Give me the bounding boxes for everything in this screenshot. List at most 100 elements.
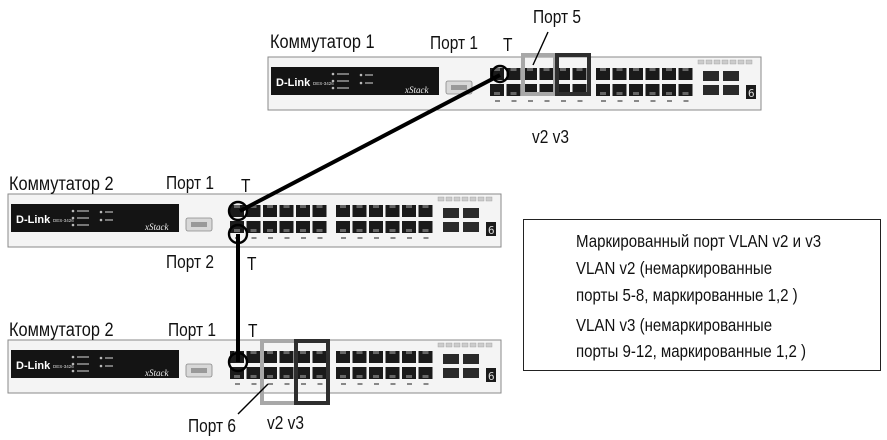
port-number-mark	[577, 100, 583, 102]
port-latch	[543, 68, 550, 71]
port-number-mark	[544, 100, 550, 102]
switch-1-name: Коммутатор 1	[270, 32, 375, 53]
ethernet-port	[352, 351, 367, 363]
port-latch	[373, 229, 379, 232]
tagged-port-marker	[490, 64, 510, 84]
led-label	[77, 363, 89, 365]
port-latch	[406, 229, 412, 232]
port-latch	[300, 375, 306, 378]
port-latch	[283, 229, 290, 232]
ethernet-port	[385, 367, 400, 379]
switch-2-name: Коммутатор 2	[9, 174, 114, 195]
port-number-mark	[284, 383, 290, 385]
sfp-port	[443, 208, 459, 218]
port-number-mark	[634, 100, 639, 102]
port-latch	[649, 68, 656, 71]
ethernet-port	[352, 205, 367, 217]
ethernet-port	[418, 351, 433, 363]
sw1-port5-label: Порт 5	[533, 7, 582, 27]
sw3-port6-label: Порт 6	[188, 416, 237, 436]
model-text: DES-3426	[313, 81, 334, 86]
ethernet-port	[572, 68, 587, 80]
status-led	[71, 209, 75, 213]
port-latch	[250, 229, 257, 232]
port-latch	[316, 375, 323, 378]
port-latch	[300, 205, 306, 208]
ethernet-port	[263, 221, 277, 233]
port-number-mark	[511, 100, 517, 102]
led-label	[77, 217, 89, 219]
ethernet-port	[230, 221, 244, 233]
led-label	[105, 365, 113, 367]
port-number-mark	[268, 383, 273, 385]
sfp-port	[703, 85, 719, 95]
port-latch	[389, 375, 396, 378]
vlan-v3-port-group	[555, 53, 591, 96]
legend-v2-line1: VLAN v2 (немаркированные	[576, 258, 773, 278]
console-port-pins	[191, 222, 207, 227]
console-port-pins	[191, 368, 207, 373]
port-number-mark	[251, 237, 257, 239]
status-led	[99, 218, 103, 222]
port-number-mark	[268, 237, 273, 239]
indicator-mark	[477, 342, 485, 348]
port-number-mark	[357, 383, 363, 385]
status-led	[71, 369, 75, 373]
console-port-pins	[451, 85, 467, 90]
link-sw1-port1-to-sw2-port1	[239, 73, 501, 213]
unit-id-digit: 6	[488, 224, 495, 237]
ethernet-port	[279, 205, 294, 217]
port-number-mark	[407, 237, 412, 239]
sfp-port	[463, 222, 479, 232]
status-led	[71, 223, 75, 227]
indicator-mark	[453, 342, 461, 348]
sw1-vlan-labels: v2 v3	[532, 127, 570, 147]
port-latch	[373, 205, 379, 208]
port-number-mark	[374, 383, 379, 385]
led-label	[337, 73, 349, 75]
ethernet-port	[385, 221, 400, 233]
port-latch	[316, 205, 323, 208]
ethernet-port	[385, 351, 400, 363]
port-latch	[340, 205, 346, 208]
status-led	[331, 79, 335, 83]
ethernet-port	[418, 205, 433, 217]
unit-id-display	[486, 222, 496, 236]
led-label	[105, 357, 113, 359]
port-number-mark	[390, 237, 396, 239]
tagged-port-marker	[227, 351, 249, 373]
sfp-port	[703, 71, 719, 81]
ethernet-port	[662, 84, 676, 96]
port-number-mark	[495, 100, 500, 102]
port-latch	[267, 205, 273, 208]
ethernet-port	[629, 84, 643, 96]
series-text: xStack	[144, 368, 169, 378]
status-led	[359, 73, 363, 77]
port-latch	[373, 351, 379, 354]
status-led	[99, 364, 103, 368]
port-latch	[406, 205, 412, 208]
port-latch	[576, 68, 583, 71]
ethernet-port	[352, 367, 367, 379]
sw2-port2-label: Порт 2	[166, 252, 215, 272]
port-latch	[283, 205, 290, 208]
port-number-mark	[390, 383, 396, 385]
unit-id-digit: 6	[488, 370, 495, 383]
ethernet-port	[369, 351, 383, 363]
legend-v2-line2: порты 5-8, маркированные 1,2 )	[576, 285, 798, 305]
indicator-mark	[445, 342, 453, 348]
port-latch	[682, 92, 689, 95]
port-latch	[633, 92, 639, 95]
port-latch	[649, 92, 656, 95]
port-number-mark	[667, 100, 672, 102]
port-latch	[340, 351, 346, 354]
ethernet-port	[312, 221, 327, 233]
sw1-port1-label: Порт 1	[430, 33, 479, 53]
indicator-mark	[745, 59, 753, 65]
ethernet-port	[352, 221, 367, 233]
ethernet-port	[678, 84, 693, 96]
unit-id-display	[486, 368, 496, 382]
port6-pointer	[237, 383, 269, 415]
port-latch	[527, 68, 533, 71]
